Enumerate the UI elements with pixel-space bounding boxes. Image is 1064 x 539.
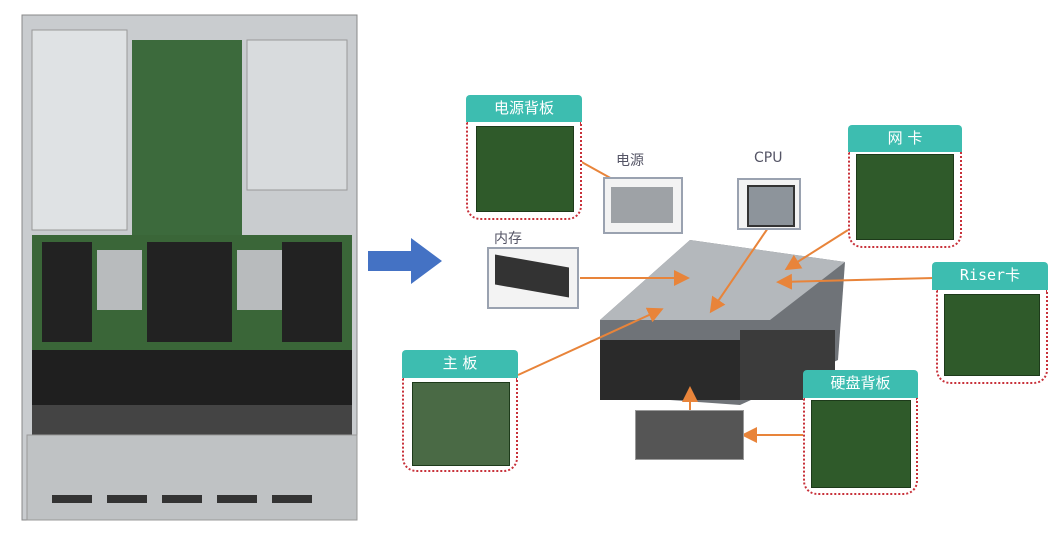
psu-label: 电源 bbox=[616, 153, 644, 169]
mainboard-label: 主 板 bbox=[402, 350, 518, 378]
mainboard-image bbox=[412, 382, 510, 466]
riser-frame bbox=[936, 290, 1048, 384]
disk-backplane-frame bbox=[803, 398, 918, 495]
psu-backplane-frame bbox=[466, 122, 582, 220]
disk-backplane-image bbox=[811, 400, 911, 488]
riser-label: Riser卡 bbox=[932, 262, 1048, 290]
nic-image bbox=[856, 154, 954, 240]
cpu-image bbox=[737, 178, 801, 230]
riser-image bbox=[944, 294, 1040, 376]
mainboard-frame bbox=[402, 378, 518, 472]
cpu-label: CPU bbox=[754, 150, 783, 166]
memory-label: 内存 bbox=[494, 231, 522, 247]
drive-bay-image bbox=[635, 410, 744, 460]
nic-label: 网 卡 bbox=[848, 125, 962, 152]
psu-backplane-image bbox=[476, 126, 574, 212]
blue-arrow-icon bbox=[368, 238, 442, 284]
psu-backplane-label: 电源背板 bbox=[466, 95, 582, 122]
memory-image bbox=[487, 247, 579, 309]
nic-frame bbox=[848, 152, 962, 248]
psu-image bbox=[603, 177, 683, 234]
disk-backplane-label: 硬盘背板 bbox=[803, 370, 918, 398]
server-top-view-photo bbox=[21, 14, 358, 521]
